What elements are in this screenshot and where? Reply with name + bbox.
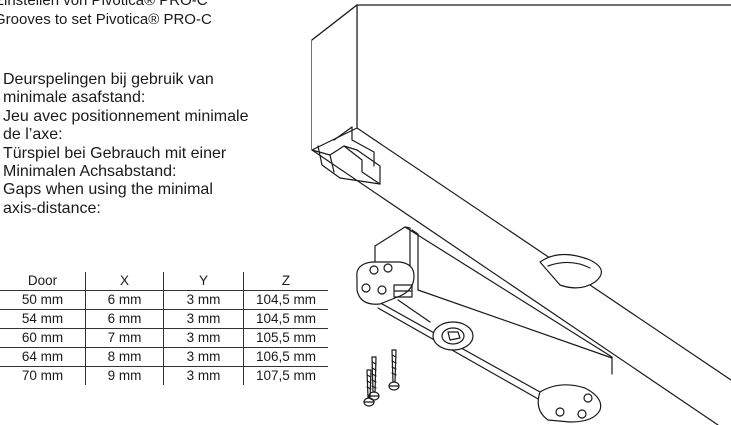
- cell-y: 3 mm: [163, 328, 244, 348]
- heading-german: Einstellen von Pivotica® PRO-C: [0, 0, 208, 9]
- pivot-arm: [539, 253, 602, 289]
- heading-english: Grooves to set Pivotica® PRO-C: [0, 11, 212, 28]
- cell-door: 54 mm: [0, 309, 86, 329]
- screw-icon: [368, 356, 380, 401]
- cell-x: 6 mm: [85, 309, 164, 329]
- cell-z: 105,5 mm: [243, 328, 328, 348]
- table-row: 50 mm 6 mm 3 mm 104,5 mm: [0, 290, 328, 310]
- bottom-mounting-plate: [537, 384, 602, 423]
- cell-x: 6 mm: [85, 290, 164, 310]
- cell-y: 3 mm: [163, 347, 244, 367]
- intro-line-5: Türspiel bei Gebrauch mit einer: [3, 144, 227, 162]
- screw-icon: [388, 349, 400, 391]
- top-mounting-plate: [356, 261, 415, 305]
- cell-y: 3 mm: [163, 290, 244, 310]
- cell-x: 7 mm: [85, 328, 164, 348]
- header-z: Z: [243, 272, 328, 291]
- intro-line-3: Jeu avec positionnement minimale: [3, 107, 249, 125]
- cell-x: 8 mm: [85, 347, 164, 367]
- intro-line-6: Minimalen Achsabstand:: [3, 163, 177, 181]
- gap-table: Door X Y Z 50 mm 6 mm 3 mm 104,5 mm 54 m…: [0, 272, 328, 385]
- table-row: 54 mm 6 mm 3 mm 104,5 mm: [0, 309, 328, 329]
- frame-profile: [311, 4, 731, 425]
- cell-z: 104,5 mm: [243, 309, 328, 329]
- header-x: X: [85, 272, 164, 291]
- table-row: 64 mm 8 mm 3 mm 106,5 mm: [0, 347, 328, 367]
- cell-y: 3 mm: [163, 366, 244, 385]
- table-header-row: Door X Y Z: [0, 272, 328, 291]
- cell-door: 50 mm: [0, 290, 86, 310]
- cell-door: 70 mm: [21, 368, 64, 383]
- gap-description: Deurspelingen bij gebruik van minimale a…: [3, 71, 323, 218]
- table-row: 60 mm 7 mm 3 mm 105,5 mm: [0, 328, 328, 348]
- intro-line-1: Deurspelingen bij gebruik van: [3, 71, 214, 88]
- intro-line-8: axis-distance:: [3, 199, 101, 217]
- cell-y: 3 mm: [163, 309, 244, 329]
- intro-line-7: Gaps when using the minimal: [3, 181, 213, 199]
- pivot-spindle: [432, 321, 474, 351]
- header-y: Y: [163, 272, 244, 291]
- intro-line-4: de l’axe:: [3, 126, 63, 144]
- pivot-body: [374, 226, 613, 401]
- intro-line-2: minimale asafstand:: [3, 89, 146, 107]
- header-door: Door: [0, 272, 86, 291]
- cell-z: 107,5 mm: [243, 366, 328, 385]
- cell-z: 104,5 mm: [243, 290, 328, 310]
- cell-x: 9 mm: [85, 366, 164, 385]
- table-row: 70 mm 9 mm 3 mm 107,5 mm: [0, 366, 328, 385]
- cell-door: 60 mm: [0, 328, 86, 348]
- cell-z: 106,5 mm: [243, 347, 328, 367]
- screw-icon: [363, 369, 375, 407]
- cell-door: 64 mm: [0, 347, 86, 367]
